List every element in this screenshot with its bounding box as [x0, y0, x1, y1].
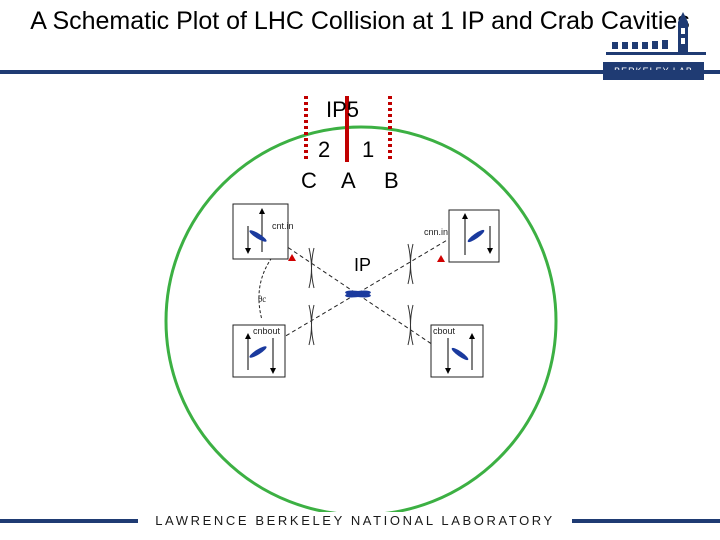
- lens-right-upper-b: [410, 243, 414, 285]
- lhc-ring: [164, 125, 558, 517]
- crossing-angle-label: θc: [258, 294, 266, 304]
- cavity-label-c: C: [301, 168, 317, 193]
- beam-line-1: [264, 231, 449, 356]
- cavity-label-a: A: [341, 168, 356, 193]
- footer-text: LAWRENCE BERKELEY NATIONAL LABORATORY: [138, 512, 572, 530]
- beam-label-1: 1: [362, 137, 375, 162]
- box-top-left: [232, 203, 289, 260]
- box-bottom-right: [430, 324, 484, 378]
- box-label-top-left: cnt.in: [272, 221, 294, 231]
- campanile-icon: [606, 12, 706, 55]
- page-title: A Schematic Plot of LHC Collision at 1 I…: [30, 7, 690, 35]
- crab-marker-left: [288, 254, 296, 261]
- ip-center-label: IP: [354, 255, 372, 275]
- crossing-angle-arc: [258, 242, 286, 321]
- footer-rule-left: [0, 519, 138, 523]
- crab-marker-right: [437, 255, 445, 262]
- lens-left-upper-b: [311, 247, 315, 289]
- ip5-label: IP5: [326, 97, 360, 122]
- beam-line-2: [261, 235, 455, 351]
- box-top-right: [448, 209, 500, 263]
- footer-rule-right: [572, 519, 720, 523]
- box-label-bottom-right: cbout: [433, 326, 456, 336]
- box-label-top-right: cnn.in: [424, 227, 448, 237]
- beam-label-2: 2: [318, 137, 331, 162]
- cavity-label-b: B: [384, 168, 399, 193]
- header-rule: [0, 70, 720, 74]
- box-label-bottom-left: cnbout: [253, 326, 281, 336]
- ip-bunch-2: [345, 290, 371, 298]
- lens-left-lower-b: [311, 304, 315, 346]
- lens-right-lower-b: [410, 304, 414, 346]
- box-bottom-left: [232, 324, 286, 378]
